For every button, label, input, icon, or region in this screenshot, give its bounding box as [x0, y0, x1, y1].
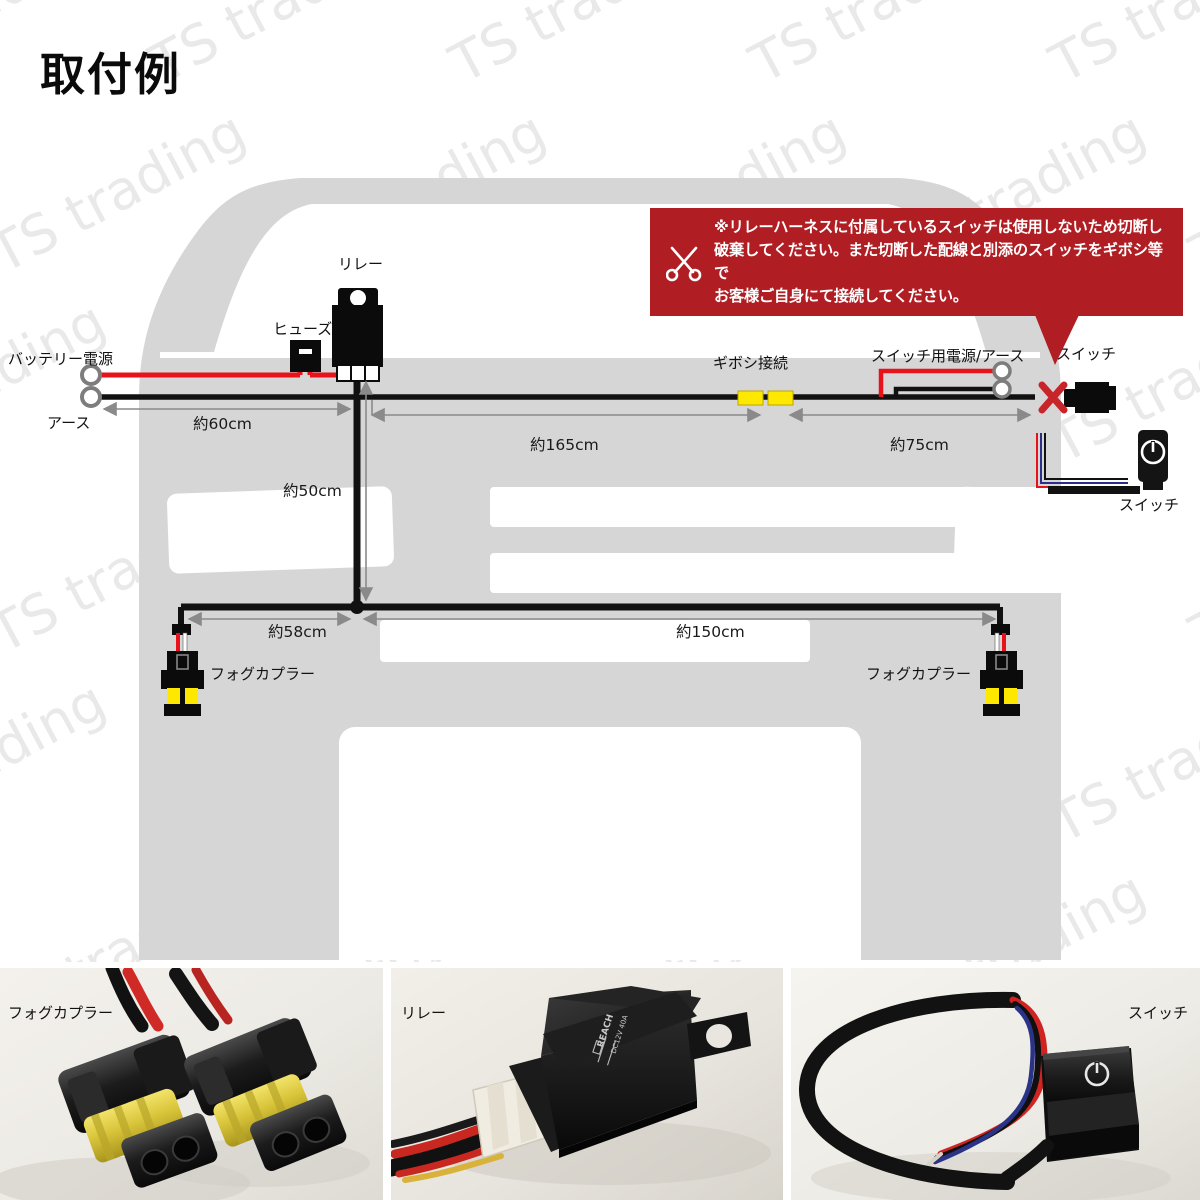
warning-line-1: ※リレーハーネスに付属しているスイッチは使用しないため切断し	[714, 217, 1163, 236]
label-bullet-connector: ギボシ接続	[713, 354, 789, 372]
dim-center-to-left-fog: 約58cm	[268, 623, 327, 641]
photo-label-fog-coupler: フォグカプラー	[8, 1004, 114, 1022]
wiring-diagram: 取付例	[8, 48, 1183, 960]
dim-relay-to-gibosi: 約165cm	[530, 436, 599, 454]
callout-pointer	[1035, 315, 1079, 365]
switch-photo	[791, 968, 1200, 1200]
label-switch-power-ground: スイッチ用電源/アース	[871, 347, 1025, 365]
label-battery: バッテリー電源	[8, 350, 114, 368]
label-fog-coupler-left: フォグカプラー	[210, 665, 316, 683]
warning-callout: ※リレーハーネスに付属しているスイッチは使用しないため切断し 破棄してください。…	[650, 208, 1183, 316]
photo-panel-fog-coupler: フォグカプラー	[0, 968, 383, 1200]
warning-line-2: 破棄してください。また切断した配線と別添のスイッチをギボシ等で	[714, 240, 1163, 282]
scissors-icon	[664, 242, 704, 282]
warning-line-3: お客様ご自身にて接続してください。	[714, 287, 968, 306]
photo-label-switch: スイッチ	[1127, 1004, 1188, 1022]
label-fog-coupler-right: フォグカプラー	[866, 665, 972, 683]
label-relay: リレー	[338, 255, 384, 273]
product-photo-strip: フォグカプラー	[0, 962, 1200, 1200]
fog-coupler-photo	[0, 968, 383, 1200]
page-title: 取付例	[40, 48, 182, 101]
photo-panel-switch: スイッチ	[791, 968, 1200, 1200]
dim-relay-drop: 約50cm	[283, 482, 342, 500]
photo-label-relay: リレー	[401, 1004, 447, 1022]
dim-battery-to-relay: 約60cm	[193, 415, 252, 433]
photo-panel-relay: REACH DC12V 40A リレー	[391, 968, 783, 1200]
relay-photo: REACH DC12V 40A	[391, 968, 783, 1200]
warning-callout-text: ※リレーハーネスに付属しているスイッチは使用しないため切断し 破棄してください。…	[714, 216, 1173, 308]
wiring-layer	[80, 288, 1168, 716]
label-ground: アース	[47, 414, 91, 432]
label-switch-new: スイッチ	[1119, 496, 1180, 514]
dim-gibosi-to-switch: 約75cm	[890, 436, 949, 454]
label-switch-cut: スイッチ	[1056, 345, 1117, 363]
label-fuse: ヒューズ	[273, 320, 333, 338]
dim-center-to-right-fog: 約150cm	[676, 623, 745, 641]
